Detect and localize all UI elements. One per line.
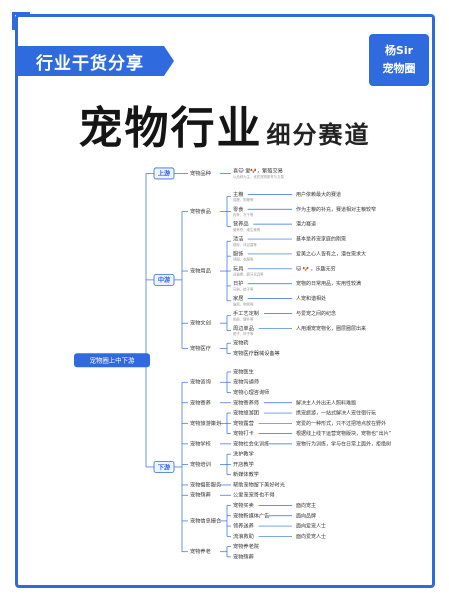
title-sub: 细分赛道 [266,121,371,149]
page-frame [15,14,435,588]
category-tag-label: 行业干货分享 [36,53,144,74]
mindmap-category-label: 宠物用品 [190,267,211,275]
mindmap-item-note: 面向宠主 [296,502,316,509]
mindmap-category-label: 宠物学校 [190,439,211,447]
tier-label: 中游 [158,276,171,284]
mindmap-item-label: 家居 [233,294,243,302]
mindmap-item-note: 携宠旅游，一站式解决人宠住宿行玩 [296,410,376,417]
mindmap-category-label: 宠物医疗 [190,344,211,352]
mindmap-item-note: 用户依赖最大的赛道 [296,191,341,198]
mindmap-item-note: 潜力赛道 [296,221,316,228]
mindmap-item-label: 宠物寄养师 [233,398,259,406]
tier-label: 下游 [158,463,171,471]
mindmap-item-label: 开店教学 [233,460,254,468]
mindmap-item-label: 宠物医生 [233,367,254,375]
mindmap-item-label: 清洁 [233,235,243,243]
mindmap-item-sub: 相册、摆件等 [233,316,254,321]
mindmap-item-note: 宠物的日常用品，实用性较满 [296,280,361,287]
mindmap-item-note: 与爱宠之间的纪念 [296,310,336,317]
page-title: 宠物行业 细分赛道 [0,92,449,156]
mindmap-item-sub: 猫窝、狗窝等 [233,301,254,306]
mindmap-item-note: 根据线上线下运营宠物版块，宠物也“出片” [296,430,392,437]
mindmap-item-label: 宠物打卡 [233,429,254,437]
mindmap-category-label: 宠物文创 [190,319,211,327]
mindmap-category-label: 宠物食品 [190,207,211,215]
mindmap-item-note: 面向爱宠人士 [296,533,326,540]
mindmap-category-label: 宠物品种 [190,169,211,177]
mindmap-item-sub: 以品种为主，优质宠物繁育与交易 [233,174,284,179]
mindmap-item-label: 宠物露营 [233,419,254,427]
mindmap-item-label: 手工艺定制 [233,309,259,317]
mindmap-item-label: 主粮 [233,190,243,198]
mindmap-item-note: 作为主粮的补充，赛道相对主粮较窄 [296,206,376,213]
mindmap-item-note: 🐱 🐶 ，乐趣无穷 [296,265,336,272]
mindmap-item-label: 宠物养老院 [233,542,260,550]
mindmap-item-label: 宠物医疗器械设备等 [233,349,280,357]
category-tag: 行业干货分享 [16,46,174,76]
author-sub: 宠物圈 [382,62,416,75]
mindmap-item-sub: 牙刷、梳子等 [233,287,254,292]
mindmap-item-label: 宠物新媒体广告 [233,511,269,519]
mindmap-item-label: 周边单品 [233,324,254,332]
mindmap-item-label: 宠物社会化训练 [233,439,269,447]
mindmap-item-label: 营养品 [233,220,249,228]
mindmap-category-label: 宠物咨询 [190,378,211,386]
mindmap-item-label: 日护 [233,279,243,287]
mindmap-category-label: 宠物培训 [190,460,211,468]
mindmap-category-label: 宠物信息撮合 [190,516,222,524]
mindmap-item-note: 基本是养宠家庭的刚需 [296,236,346,243]
mindmap-item-label: 宠物沟通师 [233,378,259,386]
mindmap-item-label: 服饰 [233,249,243,257]
mindmap-item-label: 喜🐱 爱🐶，繁殖交易 [233,167,283,175]
mindmap-item-label: 新媒体教学 [233,470,259,478]
mindmap-item-label: 宠物买卖 [233,501,254,509]
frame-corner-accent [12,12,30,30]
mindmap-item-label: 零食 [233,205,244,213]
tier-label: 上游 [158,170,171,178]
mindmap-item-label: 流浪救助 [233,532,254,540]
mindmap-item-note: 人用潮宠宠物化，圈层圈层出来 [296,325,366,332]
mindmap-item-label: 帮助宠物留下美好时光 [233,480,285,488]
mindmap-item-label: 领养送养 [233,522,254,530]
mindmap-item-note: 宠物行为训练，学与在日常上面外，拒绝树 [296,440,391,447]
mindmap-item-sub: 肉条、冻干等 [233,212,254,217]
mindmap-category-label: 宠物摄影服务 [190,480,221,488]
mindmap-item-sub: 猫砂、沐浴露等 [233,242,257,247]
mindmap-item-note: 宠爱的一种形式，只不过把地点放在野外 [296,420,386,427]
mindmap-item-label: 玩具 [233,265,243,272]
mindmap-item-label: 宠物心理咨询师 [233,388,269,396]
mindmap-item-sub: 营养膏、维生素等 [233,227,261,232]
root-label: 宠物圈上中下游 [90,356,135,365]
author-name: 杨Sir [384,44,414,57]
mindmap-item-note: 爱美之心人皆有之，潜在需求大 [296,250,366,257]
title-main: 宠物行业 [78,103,263,154]
mindmap-item-sub: 猫粮、狗粮等 [233,197,254,202]
mindmap-category-label: 宠物旅游策划 [190,419,221,427]
mindmap-item-note: 人宠和谐相处 [296,295,326,302]
mindmap-item-sub: 逗猫棒、磨牙玩具等 [233,272,264,277]
root-node [74,353,150,368]
mindmap-item-sub: 帽子、杯子等 [233,331,254,336]
mindmap-item-sub: 项圈、衣服等 [233,257,254,262]
mindmap-item-label: 宠物药 [233,339,249,347]
mindmap-item-note: 面向爱宠人士 [296,523,326,530]
author-badge: 杨Sir 宠物圈 [369,34,429,86]
mindmap-category-label: 宠物养老 [190,547,211,555]
mindmap-category-label: 宠物寄养 [190,398,211,406]
mindmap-item-label: 洗护教学 [233,450,254,458]
mindmap-item-note: 面向品牌 [296,512,316,519]
mindmap-item-label: 公爱宠宠哥也不得 [233,491,275,499]
mindmap-category-label: 宠物殡葬 [190,491,211,499]
mindmap-item-note: 解决主人外出无人照料难题 [296,399,356,406]
mindmap-item-label: 宠物旅游团 [233,409,259,417]
mindmap-item-label: 宠物殡葬 [233,552,254,560]
